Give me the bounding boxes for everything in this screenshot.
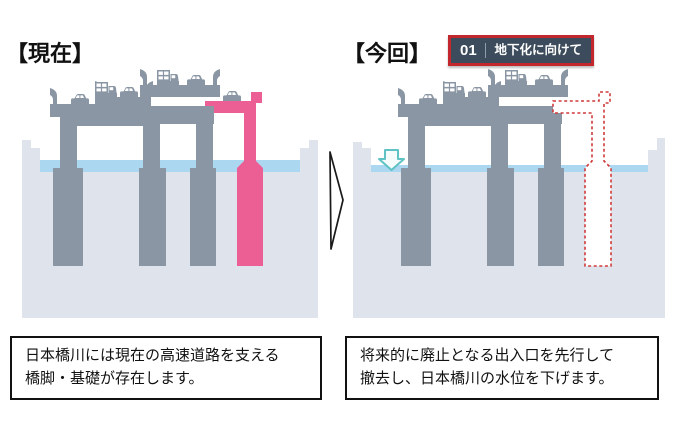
pier-foundation [487, 168, 514, 266]
pier-column [196, 124, 213, 173]
pier-foundation [401, 168, 431, 266]
right-quay-wall [300, 140, 318, 172]
current-state-title: 【現在】 [6, 41, 95, 66]
left-quay-wall [22, 140, 40, 172]
expressway-deck-high [140, 85, 220, 97]
deck-girder-gap [172, 97, 182, 106]
pier-foundation [53, 168, 83, 266]
deck-girder-gap [541, 97, 551, 106]
exit-ramp-pier-highlighted [205, 92, 263, 266]
expressway-deck-low [398, 104, 451, 117]
portal-crossbeam [146, 106, 214, 124]
deck-girder-gap [520, 97, 530, 106]
deck-end-bracket [488, 69, 495, 86]
expressway-deck-high [488, 85, 568, 97]
caption-line: 橋脚・基礎が存在します。 [25, 369, 204, 387]
transition-arrow-icon [329, 151, 344, 250]
truck-icon [95, 82, 117, 97]
car-icon [187, 75, 205, 85]
this-phase-title: 【今回】 [343, 41, 432, 66]
deck-end-bracket [213, 69, 220, 86]
truck-icon [157, 70, 179, 85]
deck-girder-gap [193, 97, 203, 106]
pier-column [60, 126, 77, 173]
pier-foundation [538, 168, 564, 266]
car-icon [535, 75, 553, 85]
removed-ramp-dashed-outline [552, 91, 612, 267]
car-icon [71, 94, 89, 104]
badge-divider [484, 43, 487, 58]
deck-girder-gap [151, 97, 161, 106]
step-number: 01 [460, 42, 477, 59]
expressway-deck-low [50, 104, 103, 117]
plan-diagram [353, 69, 665, 318]
pier-column [143, 126, 160, 173]
pier-column [408, 126, 425, 173]
caption-line: 撤去し、日本橋川の水位を下げます。 [360, 369, 614, 387]
step-badge: 01 地下化に向けて [448, 35, 594, 66]
truck-icon [505, 70, 527, 85]
step-label: 地下化に向けて [494, 43, 582, 58]
expressway-deck-mid [443, 97, 501, 110]
deck-end-bracket [140, 69, 147, 86]
car-icon [419, 94, 437, 104]
car-icon [223, 91, 241, 101]
plan-caption-box: 将来的に廃止となる出入口を先行して 撤去し、日本橋川の水位を下げます。 [345, 336, 659, 400]
deck-end-bracket [561, 69, 568, 86]
portal-crossbeam [494, 106, 562, 124]
current-caption-box: 日本橋川には現在の高速道路を支える 橋脚・基礎が存在します。 [10, 336, 322, 400]
pier-foundation [139, 168, 166, 266]
left-quay-wall [353, 142, 371, 172]
deck-end-bracket [398, 88, 405, 105]
pier-foundation [190, 168, 216, 266]
caption-line: 将来的に廃止となる出入口を先行して [360, 347, 615, 364]
expressway-deck-mid [95, 97, 153, 110]
current-diagram [22, 69, 318, 318]
caption-line: 日本橋川には現在の高速道路を支える [25, 347, 280, 364]
river-water [40, 160, 300, 172]
deck-end-bracket [50, 88, 57, 105]
pier-column [491, 126, 508, 173]
car-icon [468, 87, 486, 97]
deck-girder-gap [499, 97, 509, 106]
water-level-down-arrow-icon [378, 149, 405, 171]
right-quay-wall [648, 138, 665, 172]
car-icon [120, 87, 138, 97]
pier-column [544, 124, 561, 173]
truck-icon [443, 82, 465, 97]
